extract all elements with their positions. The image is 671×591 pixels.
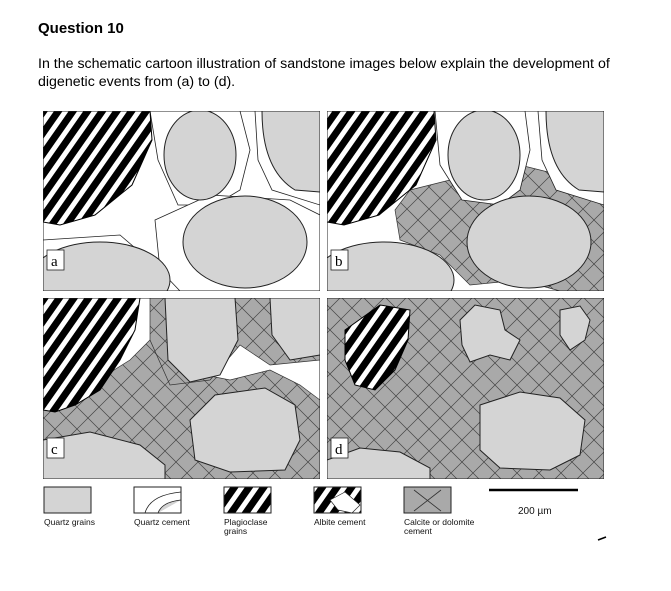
panel-label-d: d: [335, 442, 343, 458]
panel-label-c: c: [51, 442, 58, 458]
legend-swatch-quartz-grains: [43, 486, 92, 514]
legend-label-quartz-cement: Quartz cement: [134, 517, 190, 527]
panel-label-b: b: [335, 254, 343, 270]
panel-c: [43, 298, 320, 479]
scale-bar-label: 200 µm: [518, 506, 552, 517]
legend-swatch-quartz-cement: [133, 486, 182, 514]
question-text: In the schematic cartoon illustration of…: [38, 56, 610, 90]
stray-mark: [597, 536, 607, 541]
panel-b: [327, 111, 604, 291]
panel-label-a: a: [51, 254, 58, 270]
legend-swatch-plagioclase: [223, 486, 272, 514]
legend-label-plagioclase: Plagioclase grains: [224, 517, 268, 536]
legend-label-carbonate: Calcite or dolomite cement: [404, 517, 475, 536]
legend-swatch-carbonate: [403, 486, 452, 514]
panel-d: [327, 298, 604, 479]
legend-label-quartz-grains: Quartz grains: [44, 517, 96, 527]
question-title: Question 10: [38, 20, 124, 37]
panel-a: [43, 111, 320, 291]
legend-swatch-albite: [313, 486, 362, 514]
legend-label-albite: Albite cement: [314, 517, 366, 527]
